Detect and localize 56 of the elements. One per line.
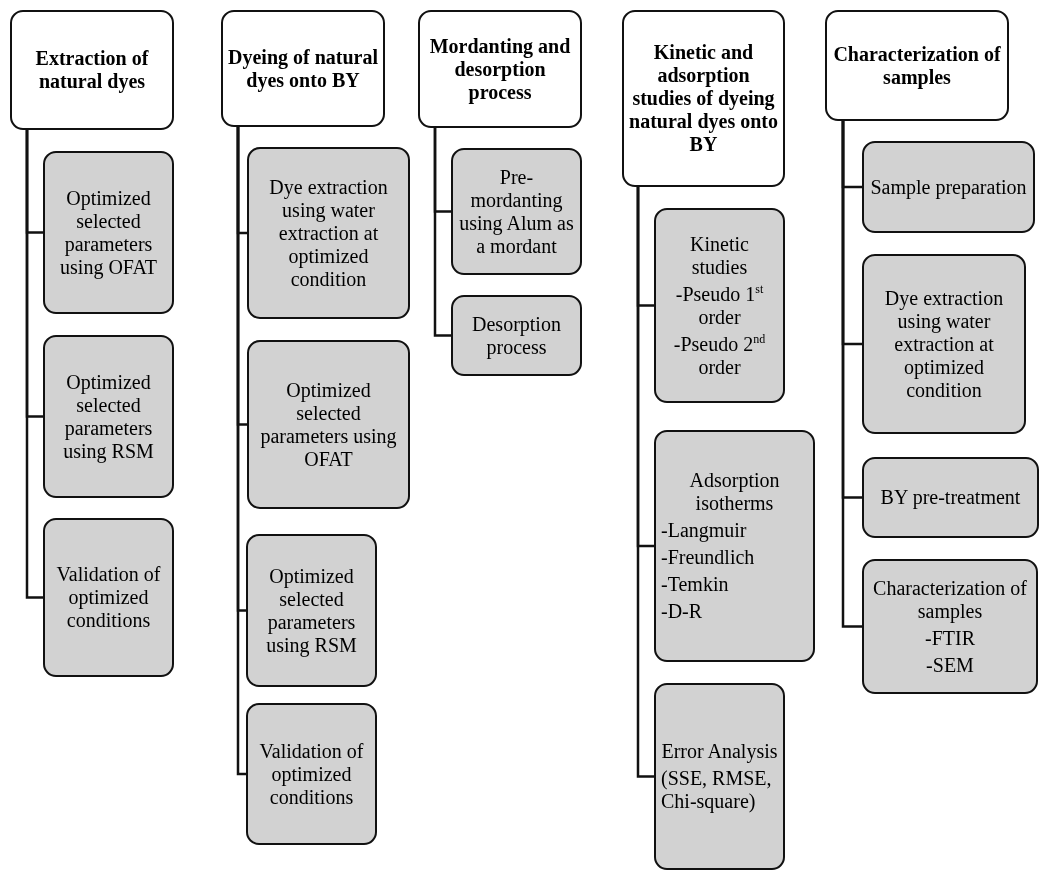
connector-line: [25, 130, 43, 599]
task-label: Optimized selected parameters using RSM: [265, 564, 358, 657]
task-label: Pre-mordanting using Alum as a mordant: [458, 165, 575, 258]
category-box: [825, 10, 1009, 121]
connector-line: [636, 187, 654, 778]
task-box: [247, 340, 410, 509]
task-box: [862, 254, 1026, 434]
category-title: Dyeing of natural dyes onto BY: [228, 45, 378, 92]
list-item: -Pseudo 2$^{nd}$ order: [672, 332, 767, 379]
category-title: Extraction of natural dyes: [34, 47, 150, 93]
task-box: [451, 148, 582, 275]
task-label: Validation of optimized conditions: [258, 739, 365, 809]
list-item: -Pseudo 1$^{st}$ order: [674, 282, 765, 329]
task-label: Desorption process: [471, 312, 562, 359]
task-box: [654, 683, 785, 870]
category-title: Kinetic and adsorption studies of dyeing natural dyes onto BY: [629, 41, 778, 156]
task-box: [862, 559, 1038, 694]
list-item: -SEM: [925, 653, 975, 677]
category-box: [221, 10, 385, 127]
category-box: [622, 10, 785, 187]
category-box: [10, 10, 174, 130]
task-label: Sample preparation: [869, 175, 1028, 199]
task-label: Dye extraction using water extraction at optimized condition: [883, 286, 1005, 402]
task-box: [43, 151, 174, 314]
task-label: Dye extraction using water extraction at optimized condition: [268, 175, 389, 291]
task-box: [43, 335, 174, 498]
task-box: [654, 430, 815, 662]
category-box: [418, 10, 582, 128]
list-item: -Freundlich: [661, 546, 756, 569]
list-item: -Langmuir: [661, 519, 748, 542]
task-label: Adsorption isotherms: [688, 469, 781, 515]
task-label: Error Analysis: [661, 740, 778, 763]
task-label: BY pre-treatment: [879, 486, 1022, 509]
task-box: [451, 295, 582, 376]
task-box: [654, 208, 785, 403]
task-label: Characterization of samples: [872, 576, 1028, 623]
task-label: Optimized selected parameters using OFAT: [259, 378, 398, 471]
connector-line: [841, 121, 862, 628]
task-label: Validation of optimized conditions: [55, 563, 162, 632]
task-box: [862, 141, 1035, 233]
category-title: Mordanting and desorption process: [428, 34, 572, 104]
list-item: -D-R: [661, 600, 704, 623]
task-box: [862, 457, 1039, 538]
task-label: Optimized selected parameters using OFAT: [59, 186, 158, 279]
connector-line: [236, 127, 246, 776]
task-box: [43, 518, 174, 677]
task-box: [246, 703, 377, 845]
list-item: -FTIR: [924, 626, 976, 650]
task-box: [247, 147, 410, 319]
task-label: Optimized selected parameters using RSM: [62, 370, 155, 463]
connector-line: [433, 128, 451, 337]
category-title: Characterization of samples: [832, 42, 1002, 89]
list-item: (SSE, RMSE, Chi-square): [661, 767, 773, 813]
task-label: Kinetic studies: [689, 232, 750, 279]
task-box: [246, 534, 377, 687]
list-item: -Temkin: [661, 573, 730, 596]
